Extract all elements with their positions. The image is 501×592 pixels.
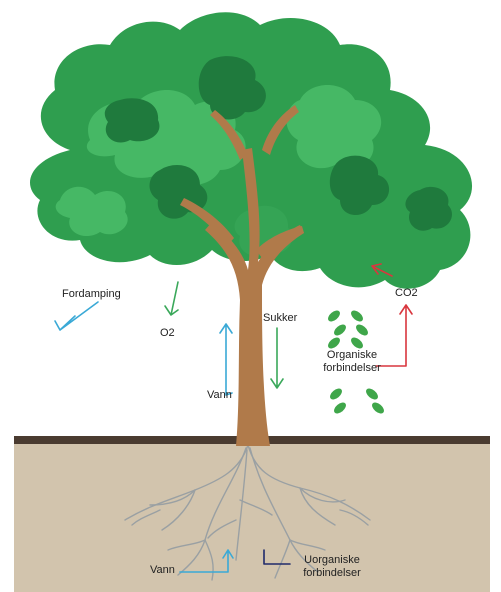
leaf-icon: [326, 308, 342, 323]
leaf-icon: [332, 322, 348, 337]
oxygen-label: O2: [160, 327, 175, 340]
soil: [14, 441, 490, 592]
leaf-icon: [328, 386, 344, 401]
sugar-down-arrow: [271, 328, 283, 388]
sugar-label: Sukker: [263, 312, 297, 325]
co2-label: CO2: [395, 287, 418, 300]
inorganic-compounds-line1: Uorganiske: [292, 554, 372, 567]
leaf-icon: [370, 400, 386, 415]
water-roots-label: Vann: [150, 564, 175, 577]
leaf-icon: [349, 308, 365, 323]
oxygen-arrow: [165, 282, 178, 315]
organic-compounds-line1: Organiske: [313, 349, 391, 362]
inorganic-compounds-line2: forbindelser: [292, 567, 372, 580]
evaporation-arrow: [55, 302, 98, 330]
water-up-arrow: [220, 324, 232, 395]
evaporation-label: Fordamping: [62, 288, 121, 301]
organic-compounds-label: Organiske forbindelser: [313, 349, 391, 375]
water-label: Vann: [207, 389, 232, 402]
leaf-icon: [332, 400, 348, 415]
leaf-icon: [364, 386, 380, 401]
inorganic-compounds-label: Uorganiske forbindelser: [292, 554, 372, 580]
organic-compounds-line2: forbindelser: [313, 362, 391, 375]
leaf-icon: [354, 322, 370, 337]
